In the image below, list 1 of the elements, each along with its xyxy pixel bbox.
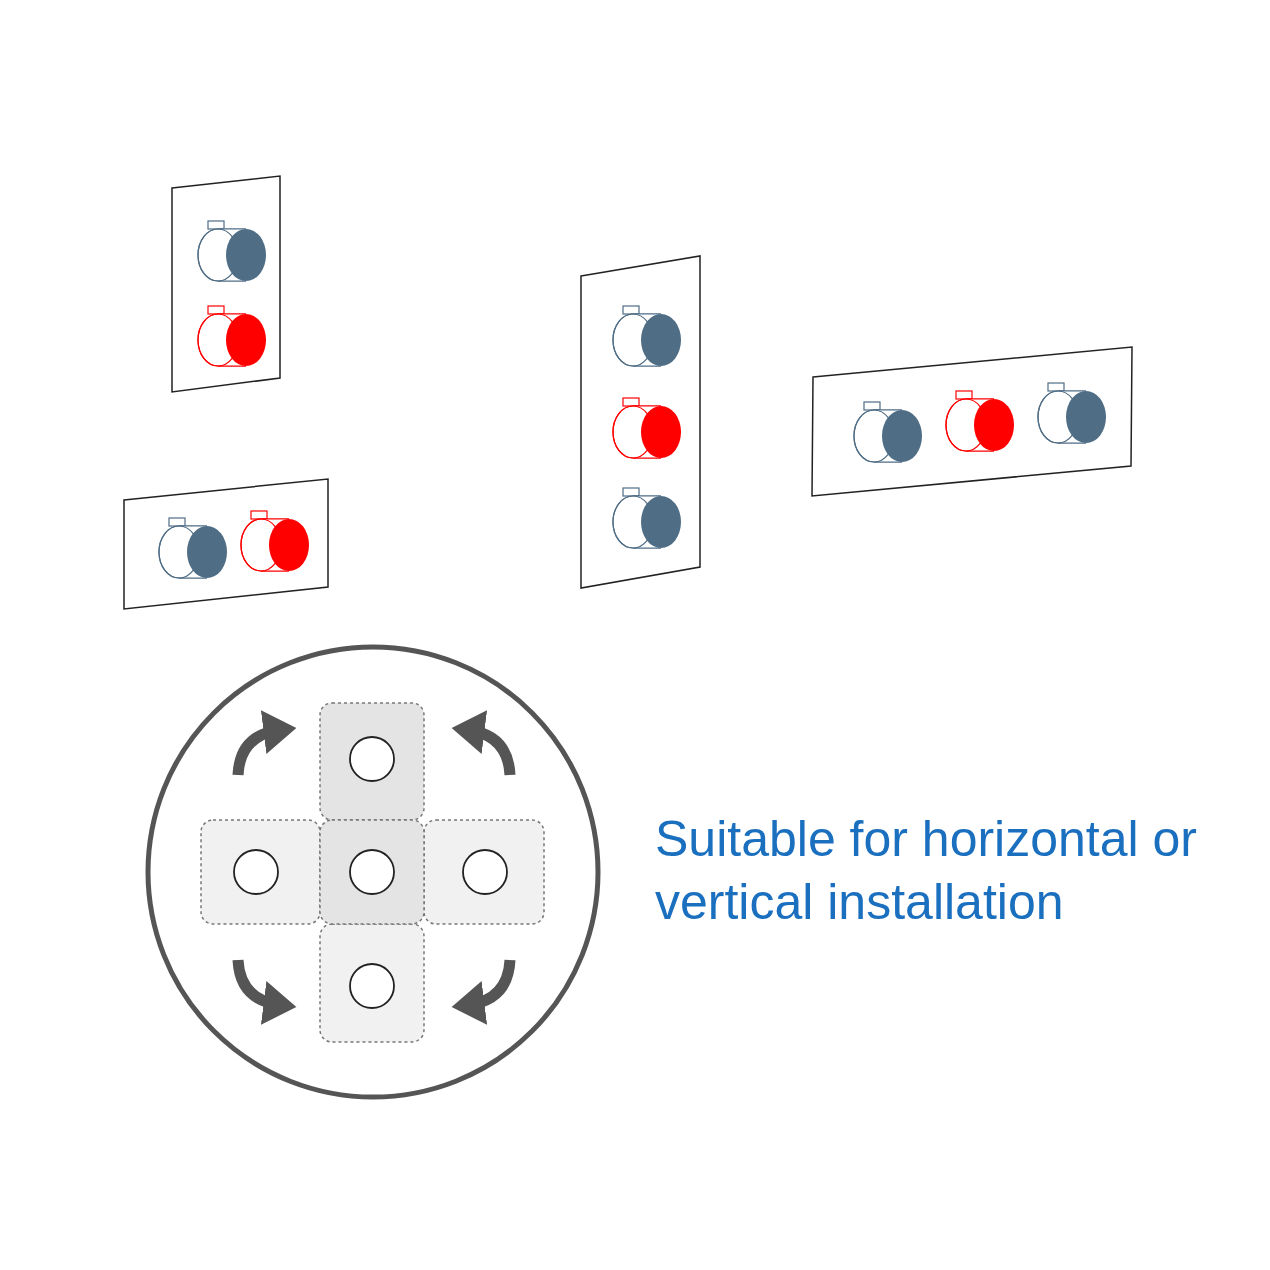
installation-note: Suitable for horizontal or vertical installation	[655, 810, 1198, 932]
